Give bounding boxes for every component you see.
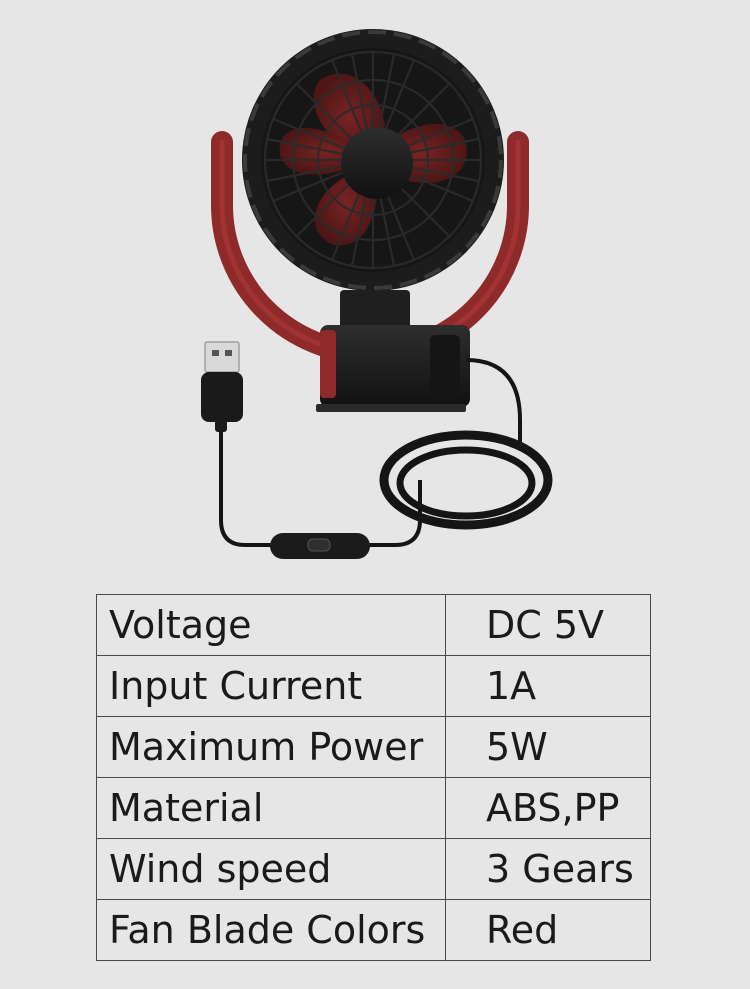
table-row: Input Current 1A [96, 655, 651, 717]
spec-label: Input Current [96, 655, 446, 717]
spec-label: Wind speed [96, 838, 446, 900]
fan-clip-base [316, 290, 470, 412]
spec-value: 1A [445, 655, 651, 717]
spec-value: ABS,PP [445, 777, 651, 839]
spec-value: 3 Gears [445, 838, 651, 900]
spec-label: Maximum Power [96, 716, 446, 778]
spec-label: Fan Blade Colors [96, 899, 446, 961]
table-row: Voltage DC 5V [96, 594, 651, 656]
spec-table: Voltage DC 5V Input Current 1A Maximum P… [96, 594, 651, 961]
table-row: Fan Blade Colors Red [96, 899, 651, 961]
product-photo-clip-fan [201, 29, 553, 559]
fan-hub [341, 127, 413, 199]
spec-value: DC 5V [445, 594, 651, 656]
usb-plug [201, 341, 243, 432]
spec-label: Material [96, 777, 446, 839]
spec-value: 5W [445, 716, 651, 778]
table-row: Material ABS,PP [96, 777, 651, 839]
table-row: Wind speed 3 Gears [96, 838, 651, 900]
spec-value: Red [445, 899, 651, 961]
spec-label: Voltage [96, 594, 446, 656]
power-cable [219, 358, 553, 547]
fan-head [242, 29, 504, 291]
table-row: Maximum Power 5W [96, 716, 651, 778]
inline-switch [270, 533, 370, 559]
